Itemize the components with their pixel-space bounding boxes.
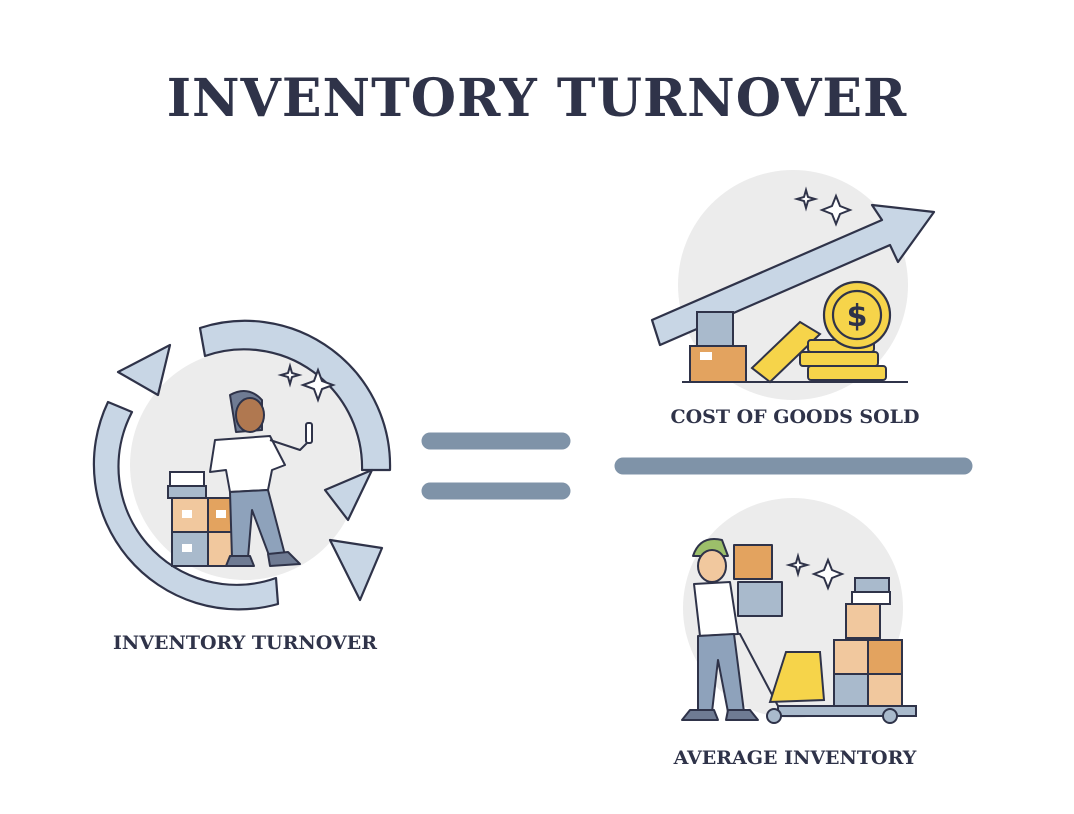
dollar-coin-icon: $ [822, 280, 892, 350]
cycle-arrows-icon [92, 319, 392, 611]
inventory-boxes [167, 471, 243, 567]
page-title: INVENTORY TURNOVER [166, 68, 908, 129]
inventory-turnover-label: INVENTORY TURNOVER [112, 632, 377, 654]
sparkle-icon [785, 552, 845, 591]
svg-text:$: $ [847, 299, 868, 334]
worker-figure [209, 390, 313, 567]
sparkle-icon [277, 362, 336, 403]
cost-of-goods-sold-label: COST OF GOODS SOLD [670, 406, 920, 428]
sparkle-icon [793, 186, 853, 227]
average-inventory-label: AVERAGE INVENTORY [673, 747, 917, 769]
gold-bars [750, 320, 822, 384]
goods-boxes [689, 311, 747, 383]
inventory-turnover-illustration [92, 319, 392, 611]
equals-sign [421, 432, 571, 500]
worker-with-helmet [681, 538, 783, 721]
cart-boxes [833, 577, 903, 707]
cost-of-goods-sold-illustration: $ [650, 170, 936, 400]
average-inventory-illustration [681, 498, 917, 724]
